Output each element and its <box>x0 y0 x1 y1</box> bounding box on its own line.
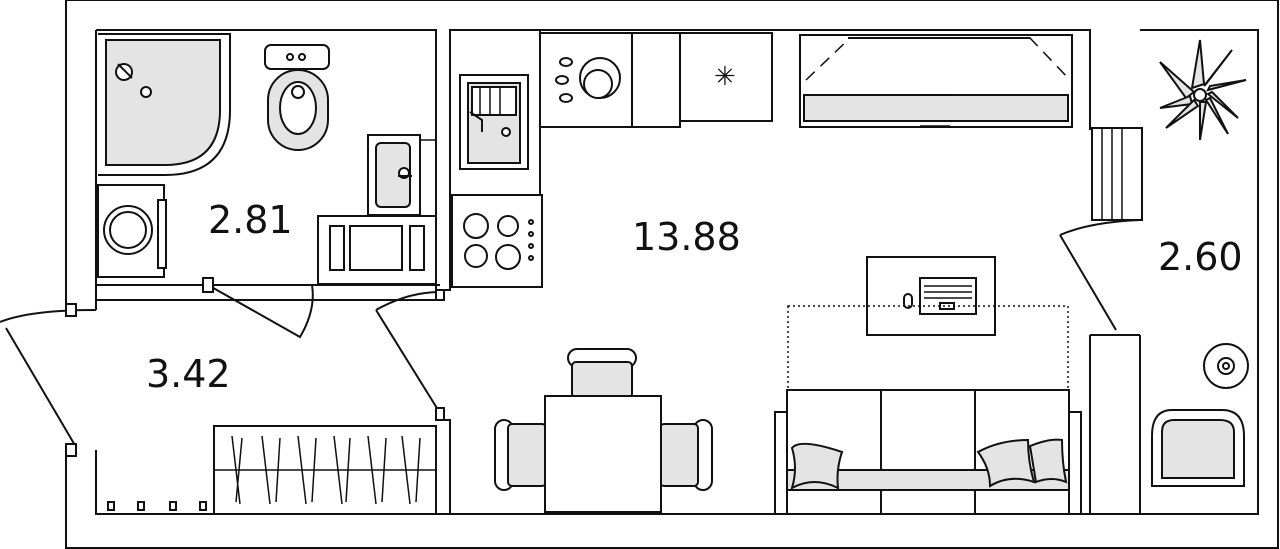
chair-top <box>567 348 637 399</box>
washing-machine-icon <box>97 184 167 278</box>
kitchen: ✳ <box>449 29 773 288</box>
bathroom-sink-icon <box>367 134 436 216</box>
living-room: 13.88 <box>494 215 1082 515</box>
bathroom: 2.81 <box>97 33 437 339</box>
chair-right <box>659 419 713 491</box>
desk <box>866 256 996 336</box>
fridge-icon: ✳ <box>679 32 773 122</box>
dining-table <box>494 348 713 513</box>
balcony-window <box>1091 127 1143 221</box>
bathroom-cabinet <box>317 215 437 285</box>
bathroom-door <box>202 277 314 339</box>
shoe-rack <box>107 501 207 511</box>
shower-tray <box>105 39 221 166</box>
living-area-label: 13.88 <box>632 215 741 259</box>
side-table-icon <box>1203 343 1249 389</box>
hallway: 3.42 <box>0 289 445 515</box>
cushion-right <box>976 438 1036 488</box>
hallway-wardrobe <box>213 425 437 515</box>
hallway-door <box>375 289 445 421</box>
bathroom-area-label: 2.81 <box>208 198 293 242</box>
balcony-area-label: 2.60 <box>1158 235 1243 279</box>
hallway-area-label: 3.42 <box>146 352 231 396</box>
balcony-door <box>1059 219 1141 331</box>
stove-icon <box>451 194 543 288</box>
balcony: 2.60 <box>1151 39 1249 487</box>
kitchen-sink-icon <box>459 74 529 170</box>
toilet-icon <box>264 44 330 151</box>
armchair-icon <box>1151 409 1245 487</box>
laptop-icon <box>903 277 977 315</box>
wardrobe <box>799 34 1073 128</box>
dishwasher-icon <box>539 32 633 128</box>
cushion-left <box>790 442 844 491</box>
svg-text:✳: ✳ <box>714 62 736 92</box>
sofa <box>774 389 1082 515</box>
plant-icon <box>1159 39 1247 141</box>
chair-left <box>494 419 547 491</box>
entrance-door <box>0 303 97 457</box>
